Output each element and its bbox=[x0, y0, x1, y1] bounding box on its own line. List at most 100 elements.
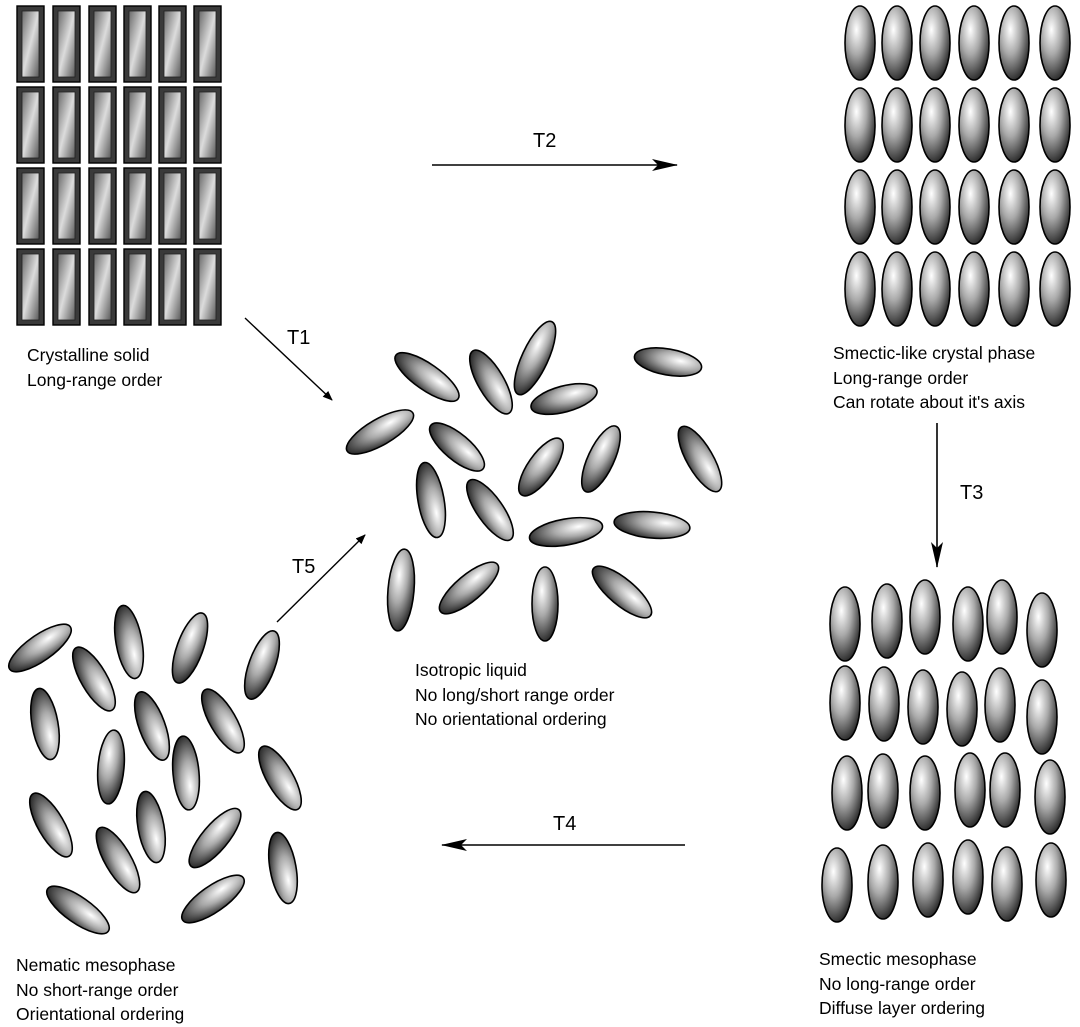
molecule bbox=[506, 316, 563, 399]
molecule bbox=[987, 580, 1017, 654]
molecule bbox=[882, 88, 912, 162]
crystal-cell bbox=[17, 168, 44, 244]
molecule bbox=[1040, 252, 1070, 326]
molecule bbox=[992, 847, 1022, 921]
caption-line: No long/short range order bbox=[415, 683, 614, 708]
caption-line: No short-range order bbox=[16, 978, 184, 1003]
t4-label: T4 bbox=[553, 813, 576, 835]
crystal-cell bbox=[53, 6, 80, 82]
molecule bbox=[845, 6, 875, 80]
crystalline-solid-molecules bbox=[17, 6, 221, 325]
crystal-cell bbox=[89, 87, 116, 163]
molecule bbox=[882, 252, 912, 326]
crystalline-solid-caption: Crystalline solid Long-range order bbox=[27, 343, 162, 392]
crystal-cell bbox=[124, 168, 151, 244]
molecule bbox=[947, 672, 977, 746]
molecule bbox=[913, 843, 943, 917]
t3-label: T3 bbox=[960, 482, 983, 504]
caption-line: No orientational ordering bbox=[415, 707, 614, 732]
molecule bbox=[868, 754, 898, 828]
molecule bbox=[985, 668, 1015, 742]
caption-line: Long-range order bbox=[833, 366, 1035, 391]
molecule bbox=[882, 170, 912, 244]
molecule bbox=[527, 513, 604, 551]
molecule bbox=[910, 756, 940, 830]
crystal-cell bbox=[17, 6, 44, 82]
crystal-cell bbox=[124, 87, 151, 163]
smectic-crystal-caption: Smectic-like crystal phase Long-range or… bbox=[833, 341, 1035, 415]
molecule bbox=[832, 756, 862, 830]
molecule bbox=[388, 345, 465, 410]
molecule bbox=[953, 840, 983, 914]
molecule bbox=[175, 867, 251, 931]
molecule bbox=[822, 848, 852, 922]
molecule bbox=[181, 801, 248, 874]
molecule bbox=[959, 88, 989, 162]
crystal-cell bbox=[159, 87, 186, 163]
molecule bbox=[165, 609, 215, 687]
isotropic-liquid-caption: Isotropic liquid No long/short range ord… bbox=[415, 658, 614, 732]
crystal-cell bbox=[159, 168, 186, 244]
crystal-cell bbox=[89, 249, 116, 325]
molecule bbox=[613, 509, 691, 542]
molecule bbox=[1027, 593, 1057, 667]
molecule bbox=[585, 558, 658, 625]
caption-line: Smectic-like crystal phase bbox=[833, 341, 1035, 366]
molecule bbox=[959, 6, 989, 80]
caption-line: Nematic mesophase bbox=[16, 953, 184, 978]
molecule bbox=[959, 170, 989, 244]
crystal-cell bbox=[159, 6, 186, 82]
molecule bbox=[990, 753, 1020, 827]
molecule bbox=[882, 6, 912, 80]
caption-line: Isotropic liquid bbox=[415, 658, 614, 683]
molecule bbox=[459, 473, 522, 547]
caption-line: No long-range order bbox=[819, 972, 985, 997]
crystal-cell bbox=[194, 249, 221, 325]
molecule bbox=[194, 683, 253, 758]
crystal-cell bbox=[194, 6, 221, 82]
molecule bbox=[26, 686, 64, 761]
molecule bbox=[953, 587, 983, 661]
t5-arrow bbox=[277, 535, 365, 622]
molecule bbox=[830, 587, 860, 661]
molecule bbox=[22, 787, 81, 862]
molecule bbox=[1027, 680, 1057, 754]
t2-label: T2 bbox=[533, 130, 556, 152]
molecule bbox=[920, 252, 950, 326]
molecule bbox=[999, 88, 1029, 162]
nematic-mesophase-molecules bbox=[2, 603, 309, 942]
molecule bbox=[999, 6, 1029, 80]
molecule bbox=[412, 460, 451, 539]
t5-label: T5 bbox=[292, 556, 315, 578]
molecule bbox=[670, 420, 730, 497]
crystal-cell bbox=[159, 249, 186, 325]
molecule bbox=[868, 845, 898, 919]
molecule bbox=[95, 729, 127, 805]
molecule bbox=[341, 402, 420, 463]
caption-line: Diffuse layer ordering bbox=[819, 996, 985, 1021]
crystal-cell bbox=[124, 249, 151, 325]
molecule bbox=[237, 627, 286, 704]
isotropic-liquid-molecules bbox=[341, 316, 730, 641]
molecule bbox=[384, 548, 417, 632]
crystal-cell bbox=[124, 6, 151, 82]
molecule bbox=[264, 830, 302, 905]
molecule bbox=[999, 252, 1029, 326]
molecule bbox=[1036, 843, 1066, 917]
molecule bbox=[462, 344, 521, 419]
molecule bbox=[845, 252, 875, 326]
crystal-cell bbox=[194, 168, 221, 244]
molecule bbox=[955, 753, 985, 827]
crystal-cell bbox=[194, 87, 221, 163]
molecule bbox=[845, 170, 875, 244]
t1-label: T1 bbox=[287, 327, 310, 349]
molecule bbox=[110, 603, 148, 680]
molecule bbox=[432, 554, 505, 621]
molecule bbox=[251, 740, 310, 815]
molecule bbox=[908, 670, 938, 744]
smectic-mesophase-molecules bbox=[822, 580, 1066, 922]
molecule bbox=[869, 667, 899, 741]
molecule bbox=[920, 88, 950, 162]
smectic-mesophase-caption: Smectic mesophase No long-range order Di… bbox=[819, 947, 985, 1021]
